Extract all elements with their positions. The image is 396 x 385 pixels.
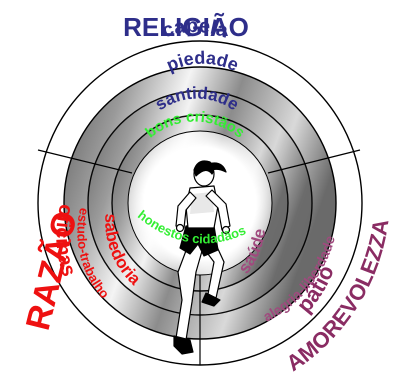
label-religiao: RELIGIÃO bbox=[123, 12, 249, 42]
runner-figure bbox=[173, 160, 231, 355]
divider-right bbox=[267, 149, 361, 174]
divider-left bbox=[37, 149, 133, 174]
divider-lines bbox=[37, 149, 361, 365]
